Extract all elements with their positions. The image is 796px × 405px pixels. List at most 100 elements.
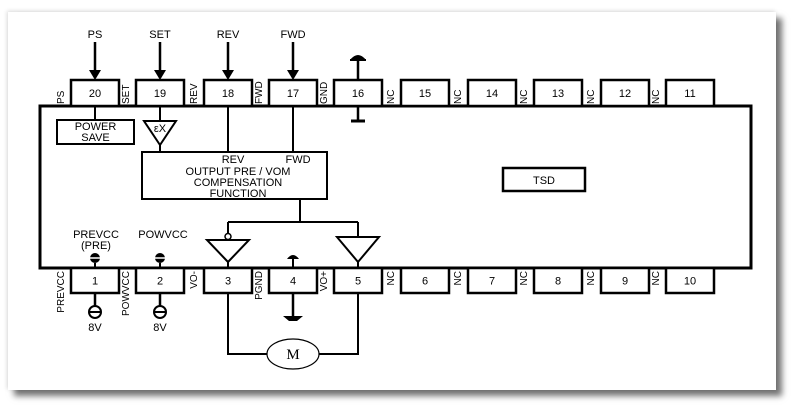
arrow-down-icon bbox=[89, 70, 101, 80]
tsd-label: TSD bbox=[533, 175, 555, 187]
motor-wire-right bbox=[319, 293, 359, 355]
pin-box bbox=[664, 266, 716, 295]
output-compensation-block bbox=[141, 151, 328, 200]
non-inverting-amplifier-icon bbox=[334, 236, 382, 264]
pin-box bbox=[599, 78, 651, 108]
power-save-block bbox=[56, 119, 135, 145]
arrow-down-icon bbox=[222, 70, 234, 80]
pin-name-label: NC bbox=[651, 271, 662, 285]
pin-name-label: NC bbox=[386, 271, 397, 285]
pin-name-label: NC bbox=[586, 271, 597, 285]
bottom-pin-8: 8 NC bbox=[519, 266, 584, 295]
pin-name-label: PREVCC bbox=[56, 271, 67, 313]
input-arrow-ps: PS bbox=[88, 29, 103, 80]
pin-number: 5 bbox=[355, 276, 361, 288]
top-pin-11: 11 NC bbox=[651, 78, 716, 108]
prevcc-pre-label: (PRE) bbox=[81, 240, 111, 252]
bottom-pin-1: 1 PREVCC bbox=[56, 266, 121, 313]
ground-icon-pin4-inner bbox=[287, 255, 299, 268]
tsd-block bbox=[501, 166, 587, 193]
pin-name-label: NC bbox=[386, 90, 397, 104]
pin-number: 8 bbox=[555, 276, 561, 288]
pin-name-label: NC bbox=[453, 271, 464, 285]
input-label: SET bbox=[149, 29, 171, 41]
pin-name-label: VO+ bbox=[319, 271, 330, 291]
power-save-label-2: SAVE bbox=[81, 132, 110, 144]
output-block-fwd: FWD bbox=[285, 154, 310, 166]
pin-number: 9 bbox=[622, 276, 628, 288]
pin-number: 3 bbox=[225, 276, 231, 288]
bottom-pin-4: 4 PGND bbox=[254, 266, 319, 300]
top-pin-14: 14 NC bbox=[453, 78, 518, 108]
pin-number: 11 bbox=[684, 88, 695, 100]
prevcc-label: PREVCC bbox=[73, 229, 119, 241]
pin-box bbox=[466, 78, 518, 108]
pin-name-label: NC bbox=[453, 90, 464, 104]
input-arrows: PS SET REV FWD bbox=[88, 29, 306, 80]
amp-label: εX bbox=[154, 123, 167, 135]
pin-number: 12 bbox=[619, 88, 631, 100]
pin-box bbox=[532, 78, 584, 108]
motor-wire-left bbox=[227, 293, 267, 355]
pin-name-label: PS bbox=[56, 90, 67, 104]
output-block-rev: REV bbox=[222, 154, 245, 166]
pin-name-label: PGND bbox=[254, 271, 265, 300]
pin-name-label: NC bbox=[519, 90, 530, 104]
pin-number: 19 bbox=[154, 88, 166, 100]
pin-box bbox=[134, 78, 186, 108]
pin-number: 7 bbox=[489, 276, 495, 288]
output-block-line-1: OUTPUT PRE / VOM bbox=[186, 166, 291, 178]
motor-label: M bbox=[286, 347, 299, 363]
pin-number: 14 bbox=[486, 88, 498, 100]
input-label: PS bbox=[88, 29, 103, 41]
pin-box bbox=[399, 266, 451, 295]
bottom-pin-6: 6NC bbox=[386, 266, 451, 295]
input-arrow-rev: REV bbox=[217, 29, 240, 80]
inverting-amplifier-icon bbox=[204, 239, 252, 264]
output-block-line-3: FUNCTION bbox=[210, 188, 267, 200]
supply-icon-pin1-inner bbox=[90, 253, 100, 268]
pin-name-label: POWVCC bbox=[121, 271, 132, 316]
bottom-pin-9: 9 NC bbox=[586, 266, 651, 295]
pin-number: 20 bbox=[89, 88, 101, 100]
pin-name-label: FWD bbox=[254, 81, 265, 104]
pin-number: 17 bbox=[287, 88, 299, 100]
arrow-down-icon bbox=[287, 70, 299, 80]
pin-number: 16 bbox=[352, 88, 364, 100]
supply-icon-pin1-outer bbox=[88, 293, 102, 319]
supply-icon-pin2-outer bbox=[153, 293, 167, 319]
supply-icon-pin2-inner bbox=[155, 253, 165, 268]
pin-box bbox=[599, 266, 651, 295]
voltage-label-2: 8V bbox=[153, 322, 167, 334]
ground-icon-pin4-outer bbox=[283, 293, 303, 321]
voltage-label-1: 8V bbox=[88, 322, 102, 334]
top-pin-15: 15 NC bbox=[386, 78, 451, 108]
ground-icon-pin16 bbox=[350, 55, 366, 123]
pin-number: 10 bbox=[684, 276, 696, 288]
bottom-pin-7: 7 NC bbox=[453, 266, 518, 295]
pin-name-label: VO- bbox=[189, 271, 200, 289]
pin-number: 15 bbox=[419, 88, 431, 100]
power-save-label-1: POWER bbox=[75, 121, 117, 133]
pin-name-label: NC bbox=[519, 271, 530, 285]
arrow-down-icon bbox=[154, 70, 166, 80]
pin-box bbox=[664, 78, 716, 108]
motor-icon bbox=[266, 338, 320, 370]
pin-box bbox=[69, 266, 121, 295]
output-block-line-2: COMPENSATION bbox=[194, 177, 282, 189]
top-pin-17: 17 FWD bbox=[254, 78, 319, 108]
pin-number: 4 bbox=[290, 276, 296, 288]
input-label: FWD bbox=[280, 29, 305, 41]
top-pin-20: 20 PS bbox=[56, 78, 121, 108]
pin-box bbox=[399, 78, 451, 108]
pin-name-label: NC bbox=[651, 90, 662, 104]
input-arrow-fwd: FWD bbox=[280, 29, 306, 80]
set-amplifier-icon bbox=[142, 120, 178, 147]
pin-number: 1 bbox=[92, 276, 98, 288]
pin-name-label: NC bbox=[586, 90, 597, 104]
